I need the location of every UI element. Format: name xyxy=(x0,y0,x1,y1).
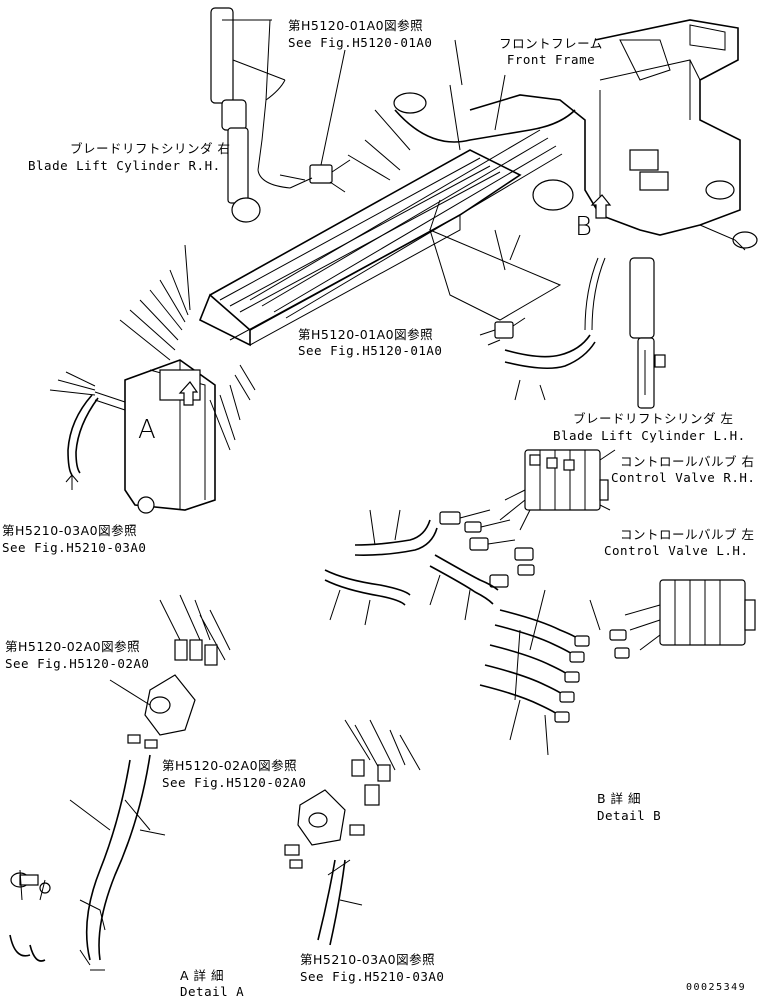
cyl-rh-jp: ブレードリフトシリンダ 右 xyxy=(70,141,231,156)
arrow-b xyxy=(590,194,612,219)
cv-lh-en: Control Valve L.H. xyxy=(604,543,749,558)
ref-a2-jp: 第H5120-02A0図参照 xyxy=(162,758,298,773)
valve-block-mid xyxy=(479,317,596,401)
drawing-number: 00025349 xyxy=(686,982,747,993)
arrow-a xyxy=(178,381,199,406)
ref-top-en: See Fig.H5120-01A0 xyxy=(288,35,433,50)
hoses-detail-b-mid xyxy=(324,509,499,626)
ref-mid-jp: 第H5120-01A0図参照 xyxy=(298,327,434,342)
front-frame-jp: フロントフレーム xyxy=(499,36,603,51)
ref-left-jp: 第H5210-03A0図参照 xyxy=(2,523,138,538)
ref-a2-en: See Fig.H5120-02A0 xyxy=(162,775,307,790)
detail-a-assembly-2 xyxy=(284,719,421,946)
hose-left xyxy=(65,394,99,490)
control-valve-rh xyxy=(499,449,609,531)
marker-b: B xyxy=(575,212,593,242)
ref-a1-jp: 第H5120-02A0図参照 xyxy=(5,639,141,654)
reference-boxes xyxy=(429,199,562,321)
main-boom xyxy=(198,92,576,347)
cv-lh-jp: コントロールバルブ 左 xyxy=(620,527,755,542)
control-valve-lh xyxy=(624,579,756,651)
marker-a: A xyxy=(138,415,157,445)
valve-block-top xyxy=(279,49,351,193)
cv-rh-jp: コントロールバルブ 右 xyxy=(620,454,755,469)
cyl-rh-en: Blade Lift Cylinder R.H. xyxy=(28,158,221,173)
cyl-lh-en: Blade Lift Cylinder L.H. xyxy=(553,428,746,443)
blade-lift-cylinder-rh xyxy=(210,7,291,223)
ref-mid-en: See Fig.H5120-01A0 xyxy=(298,343,443,358)
front-frame-en: Front Frame xyxy=(506,52,596,67)
detail-b-en: Detail B xyxy=(597,808,662,823)
cv-rh-en: Control Valve R.H. xyxy=(611,470,756,485)
leader-lines-top xyxy=(49,39,506,451)
ref-left-en: See Fig.H5210-03A0 xyxy=(2,540,147,555)
ref-a1-en: See Fig.H5120-02A0 xyxy=(5,656,150,671)
detail-a-jp: A 詳 細 xyxy=(180,968,224,983)
ref-top-jp: 第H5120-01A0図参照 xyxy=(288,18,424,33)
ref-bot-jp: 第H5210-03A0図参照 xyxy=(300,952,436,967)
detail-b-jp: B 詳 細 xyxy=(597,791,642,806)
detail-a-en: Detail A xyxy=(180,984,245,999)
cyl-lh-jp: ブレードリフトシリンダ 左 xyxy=(573,411,734,426)
hoses-detail-b-right xyxy=(479,589,630,756)
blade-lift-cylinder-lh xyxy=(584,257,666,409)
leader-lines-b xyxy=(599,449,616,511)
front-frame xyxy=(469,19,758,251)
ref-bot-en: See Fig.H5210-03A0 xyxy=(300,969,445,984)
detail-a-assembly xyxy=(9,594,231,971)
fittings-detail-b xyxy=(439,509,535,588)
